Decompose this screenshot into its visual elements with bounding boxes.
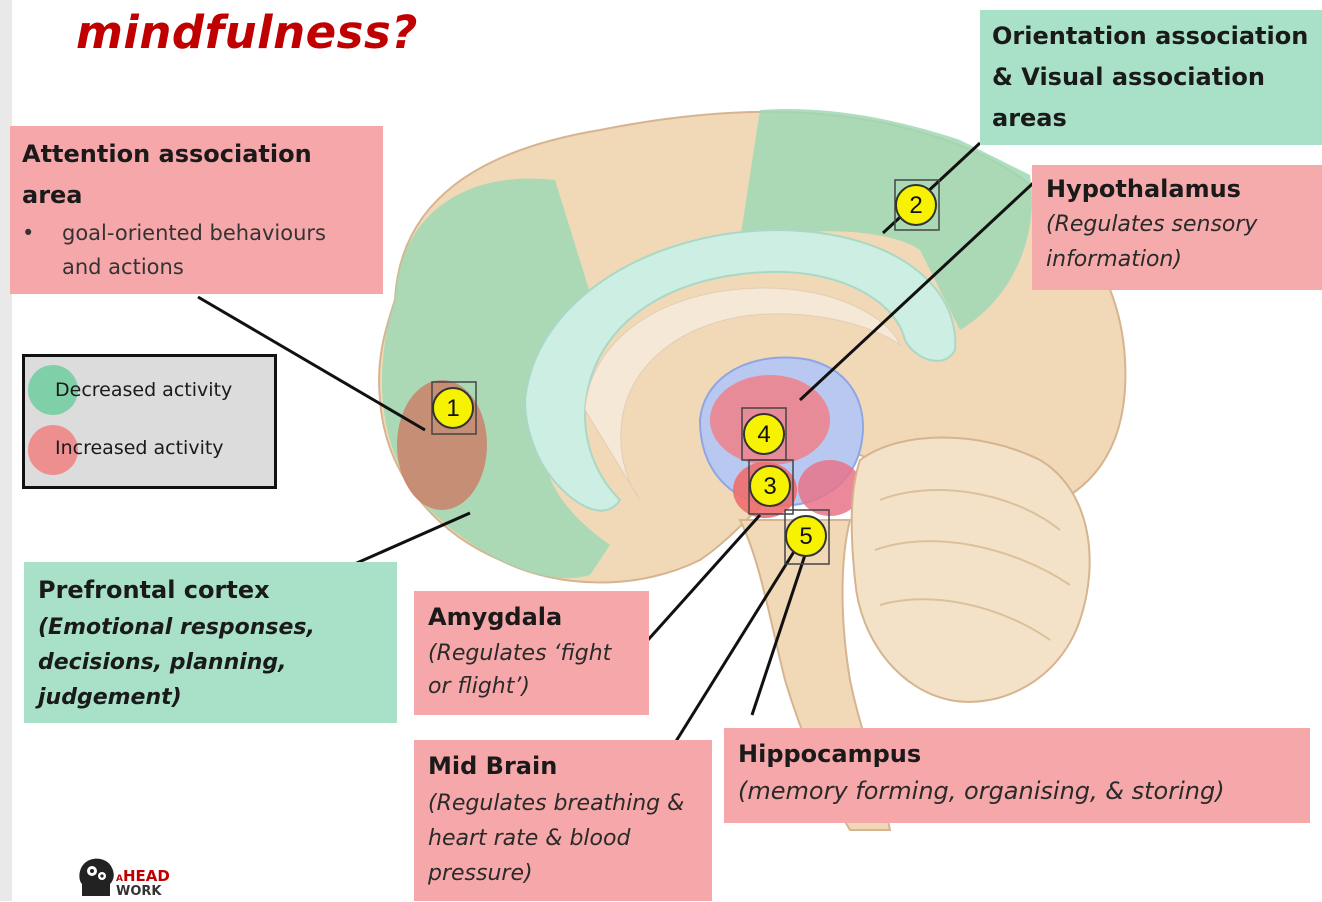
marker-1-label: 1 [446,395,459,422]
prefrontal-heading: Prefrontal cortex [38,570,383,610]
head-gears-icon [76,854,116,898]
amygdala-desc: (Regulates ‘fight or flight’) [428,637,635,703]
marker-2-label: 2 [909,192,922,219]
attention-label-box: Attention association area • goal-orient… [10,126,383,294]
bullet-dot: • [22,216,62,284]
prefrontal-label-box: Prefrontal cortex (Emotional responses, … [24,562,397,723]
marker-5-label: 5 [799,523,812,550]
midbrain-label-box: Mid Brain (Regulates breathing & heart r… [414,740,712,901]
hippocampus-desc: (memory forming, organising, & storing) [738,774,1296,809]
midbrain-desc: (Regulates breathing & heart rate & bloo… [428,786,698,891]
attention-bullet-text: goal-oriented behaviours and actions [62,216,371,284]
marker-4-label: 4 [757,421,770,448]
leader-prefrontal [350,513,470,566]
legend-increased-label: Increased activity [55,437,224,459]
orientation-heading: Orientation association & Visual associa… [992,16,1310,139]
logo: AHEAD WORK [76,854,116,902]
hypothalamus-label-box: Hypothalamus (Regulates sensory informat… [1032,165,1322,290]
hippocampus-heading: Hippocampus [738,734,1296,774]
attention-bullet: • goal-oriented behaviours and actions [22,216,371,284]
logo-text-work: WORK [116,885,161,899]
amygdala-heading: Amygdala [428,597,635,637]
hypothalamus-desc: (Regulates sensory information) [1046,207,1308,277]
orientation-label-box: Orientation association & Visual associa… [980,10,1322,145]
cerebellum [852,438,1090,702]
midbrain-heading: Mid Brain [428,746,698,786]
attention-heading: Attention association area [22,134,371,216]
hypothalamus-heading: Hypothalamus [1046,171,1308,207]
legend-decreased-label: Decreased activity [55,379,232,401]
legend: Decreased activity Increased activity [22,354,277,489]
prefrontal-desc: (Emotional responses, decisions, plannin… [38,610,383,715]
marker-3-label: 3 [763,473,776,500]
hippocampus-label-box: Hippocampus (memory forming, organising,… [724,728,1310,823]
amygdala-label-box: Amygdala (Regulates ‘fight or flight’) [414,591,649,715]
